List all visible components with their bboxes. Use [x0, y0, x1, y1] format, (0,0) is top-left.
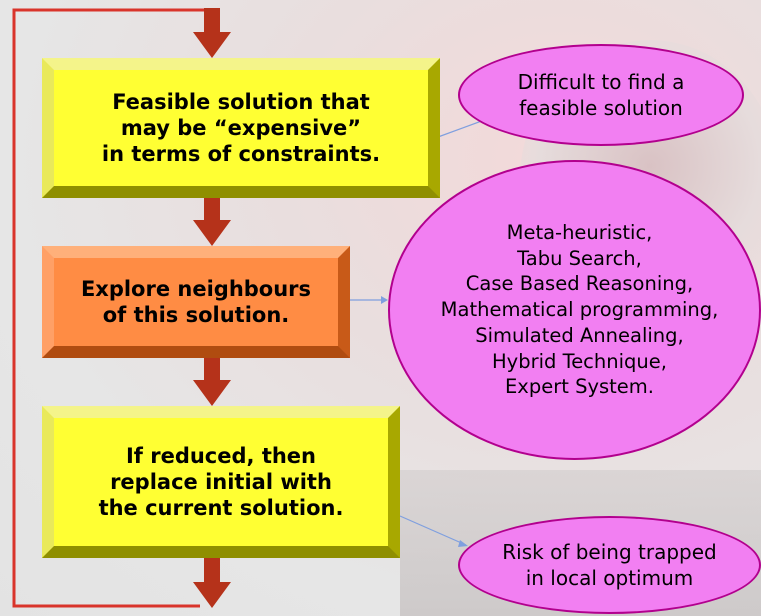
techniques-oval: Meta-heuristic, Tabu Search, Case Based …	[388, 160, 761, 460]
down-arrow-1	[193, 8, 231, 58]
oval1-line1: Difficult to find a	[517, 70, 685, 94]
difficulty-oval: Difficult to find a feasible solution	[458, 44, 744, 146]
technique-item: Hybrid Technique,	[492, 349, 667, 373]
technique-item: Tabu Search,	[517, 246, 642, 270]
feedback-loop-line	[12, 8, 205, 608]
explore-neighbours-box: Explore neighbours of this solution.	[42, 246, 350, 358]
box3-line1: If reduced, then	[125, 443, 317, 468]
down-arrow-3	[193, 356, 231, 406]
oval1-line2: feasible solution	[519, 96, 683, 120]
connector-box3-oval3	[399, 515, 467, 546]
box3-line2: replace initial with	[110, 469, 332, 494]
box2-line1: Explore neighbours	[80, 276, 312, 301]
box1-line2: may be “expensive”	[120, 115, 362, 140]
down-arrow-4	[193, 556, 231, 608]
technique-item: Case Based Reasoning,	[465, 272, 694, 296]
oval3-line1: Risk of being trapped	[502, 540, 717, 564]
box3-line3: the current solution.	[98, 496, 344, 521]
box1-line3: in terms of constraints.	[101, 142, 381, 167]
technique-item: Expert System.	[504, 375, 654, 399]
connector-box2-oval2-head	[381, 296, 388, 304]
replace-solution-box: If reduced, then replace initial with th…	[42, 406, 400, 558]
technique-item: Mathematical programming,	[440, 298, 719, 322]
oval3-line2: in local optimum	[525, 566, 694, 590]
box1-line1: Feasible solution that	[112, 89, 370, 114]
risk-oval: Risk of being trapped in local optimum	[458, 516, 761, 614]
box2-line2: of this solution.	[102, 303, 290, 327]
technique-item: Simulated Annealing,	[475, 323, 684, 347]
feasible-solution-box: Feasible solution that may be “expensive…	[42, 58, 440, 198]
down-arrow-2	[193, 196, 231, 246]
technique-item: Meta-heuristic,	[506, 220, 653, 244]
connector-box3-oval3-head	[458, 540, 468, 547]
